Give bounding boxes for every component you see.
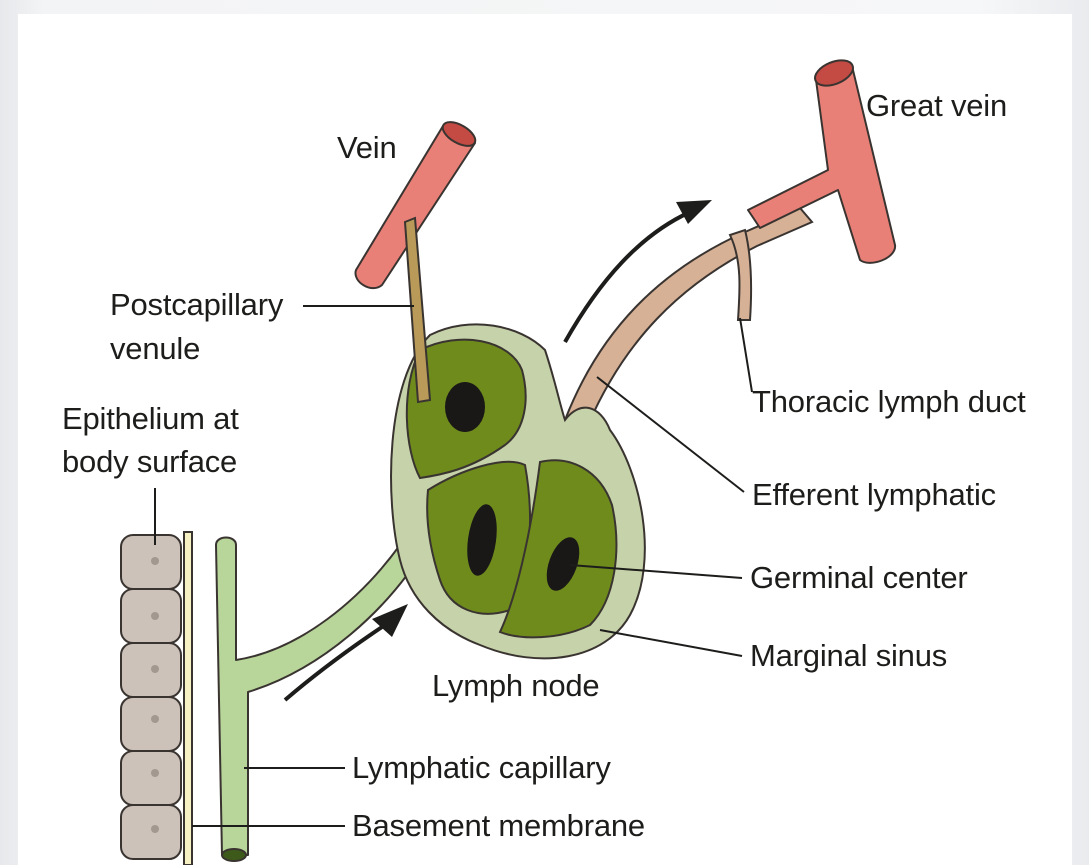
label-lymphatic-capillary: Lymphatic capillary — [352, 750, 611, 786]
epithelium-cell — [121, 535, 181, 589]
label-germinal-center: Germinal center — [750, 560, 968, 596]
epithelium-cell — [121, 805, 181, 859]
epithelium-cells — [121, 535, 181, 859]
label-thoracic-duct: Thoracic lymph duct — [752, 384, 1026, 420]
label-epithelium-line1: Epithelium at — [62, 401, 239, 437]
label-great-vein: Great vein — [866, 88, 1007, 124]
label-efferent-lymphatic: Efferent lymphatic — [752, 477, 996, 513]
epithelium-cell — [121, 751, 181, 805]
epithelium-cell — [121, 643, 181, 697]
capillary-end — [222, 849, 246, 861]
label-postcapillary-line2: venule — [110, 331, 200, 367]
label-basement-membrane: Basement membrane — [352, 808, 645, 844]
label-postcapillary-line1: Postcapillary — [110, 287, 283, 323]
epithelium-cell — [121, 697, 181, 751]
label-vein: Vein — [337, 130, 397, 166]
label-lymph-node: Lymph node — [432, 668, 599, 704]
label-epithelium-line2: body surface — [62, 444, 237, 480]
germinal-center — [445, 382, 485, 432]
label-marginal-sinus: Marginal sinus — [750, 638, 947, 674]
basement-membrane — [184, 532, 192, 865]
thoracic-lymph-duct — [730, 230, 751, 320]
